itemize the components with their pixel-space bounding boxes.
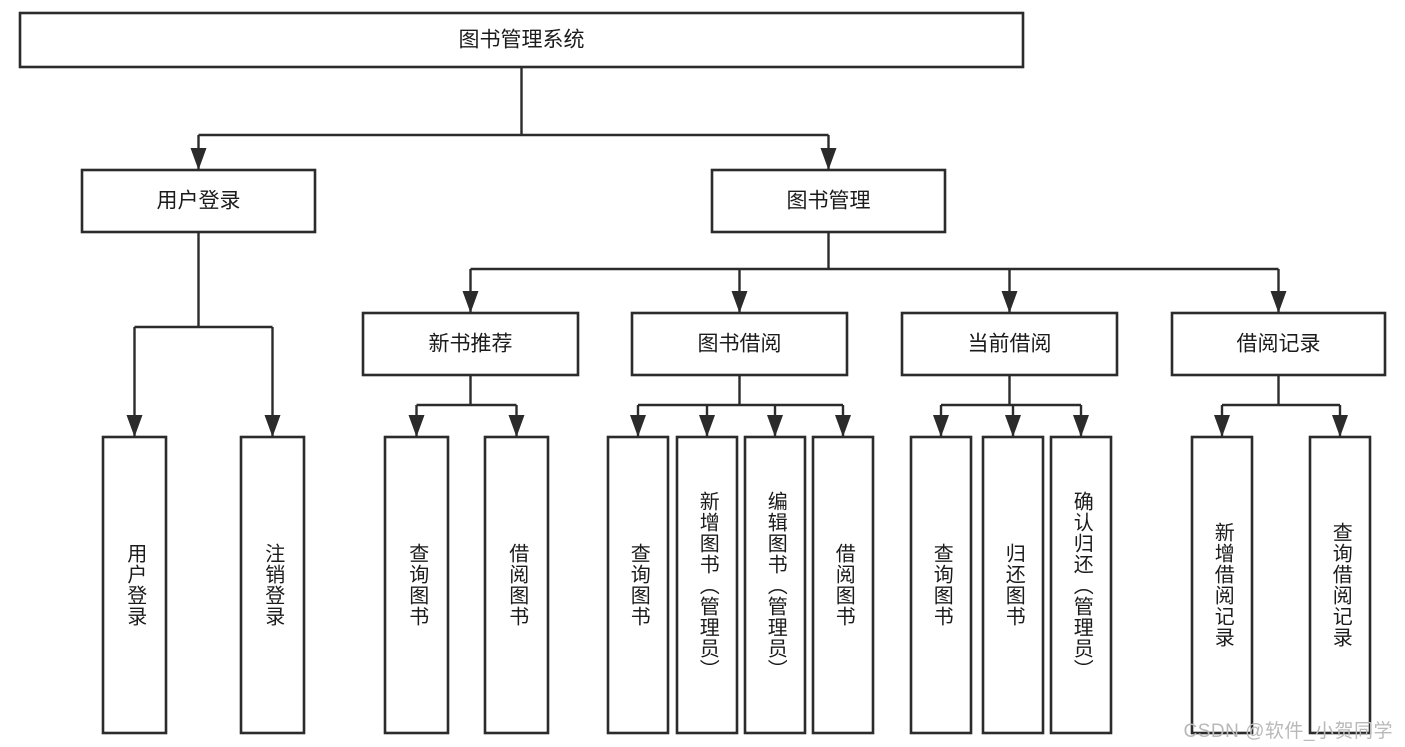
node-label: 新书推荐 [429, 333, 513, 356]
arrow-head-icon [1214, 415, 1230, 437]
node-leaf-confirm-return[interactable] [1049, 435, 1113, 735]
node-label: 借阅记录 [1237, 333, 1321, 356]
arrow-head-icon [933, 415, 949, 437]
node-leaf-query-record[interactable] [1308, 435, 1372, 735]
arrow-head-icon [767, 415, 783, 437]
node-box[interactable] [981, 435, 1045, 735]
node-box[interactable] [909, 435, 973, 735]
node-box[interactable] [18, 11, 1025, 69]
arrow-head-icon [835, 415, 851, 437]
edge-layer [126, 67, 1348, 437]
arrow-head-icon [462, 291, 479, 313]
node-box[interactable] [239, 435, 306, 735]
node-leaf-query-book-cur[interactable] [909, 435, 973, 735]
watermark: CSDN @软件_小贺同学 [1183, 721, 1393, 742]
node-label: 图书借阅 [698, 333, 782, 356]
node-box[interactable] [1170, 311, 1387, 377]
arrow-head-icon [408, 415, 425, 437]
arrow-head-icon [731, 291, 748, 313]
node-box[interactable] [710, 168, 947, 234]
arrow-head-icon [1270, 291, 1287, 313]
arrow-head-icon [820, 148, 837, 170]
node-box[interactable] [80, 168, 317, 234]
node-label: 图书管理系统 [459, 29, 585, 52]
arrow-head-icon [126, 415, 143, 437]
node-root[interactable]: 图书管理系统 [18, 11, 1025, 69]
arrow-head-icon [190, 148, 207, 170]
arrow-head-icon [699, 415, 715, 437]
node-leaf-borrow-book-rec[interactable] [483, 435, 550, 735]
node-box[interactable] [630, 311, 849, 377]
node-user-login[interactable]: 用户登录 [80, 168, 317, 234]
node-box[interactable] [811, 435, 875, 735]
node-leaf-query-book-borrow[interactable] [606, 435, 670, 735]
node-borrow-record[interactable]: 借阅记录 [1170, 311, 1387, 377]
node-leaf-return-book[interactable] [981, 435, 1045, 735]
node-leaf-borrow-book[interactable] [811, 435, 875, 735]
node-box[interactable] [743, 435, 807, 735]
node-box[interactable] [900, 311, 1119, 377]
node-book-borrow[interactable]: 图书借阅 [630, 311, 849, 377]
node-box[interactable] [1049, 435, 1113, 735]
node-leaf-user-login[interactable] [101, 435, 168, 735]
node-leaf-query-book-rec[interactable] [383, 435, 450, 735]
node-box[interactable] [606, 435, 670, 735]
node-box[interactable] [1308, 435, 1372, 735]
arrow-head-icon [508, 415, 525, 437]
arrow-head-icon [1332, 415, 1348, 437]
node-label: 当前借阅 [968, 333, 1052, 356]
node-box[interactable] [383, 435, 450, 735]
node-current-borrow[interactable]: 当前借阅 [900, 311, 1119, 377]
node-book-manage[interactable]: 图书管理 [710, 168, 947, 234]
node-leaf-edit-book[interactable] [743, 435, 807, 735]
node-label: 用户登录 [157, 190, 241, 213]
node-box[interactable] [101, 435, 168, 735]
node-leaf-add-record[interactable] [1190, 435, 1254, 735]
node-box[interactable] [361, 311, 580, 377]
arrow-head-icon [1005, 415, 1021, 437]
node-label: 图书管理 [787, 190, 871, 213]
arrow-head-icon [1073, 415, 1089, 437]
node-box[interactable] [483, 435, 550, 735]
node-box[interactable] [675, 435, 739, 735]
node-leaf-user-logout[interactable] [239, 435, 306, 735]
arrow-head-icon [264, 415, 281, 437]
node-leaf-add-book[interactable] [675, 435, 739, 735]
arrow-head-icon [1001, 291, 1018, 313]
node-box[interactable] [1190, 435, 1254, 735]
node-new-book-recommend[interactable]: 新书推荐 [361, 311, 580, 377]
arrow-head-icon [630, 415, 646, 437]
